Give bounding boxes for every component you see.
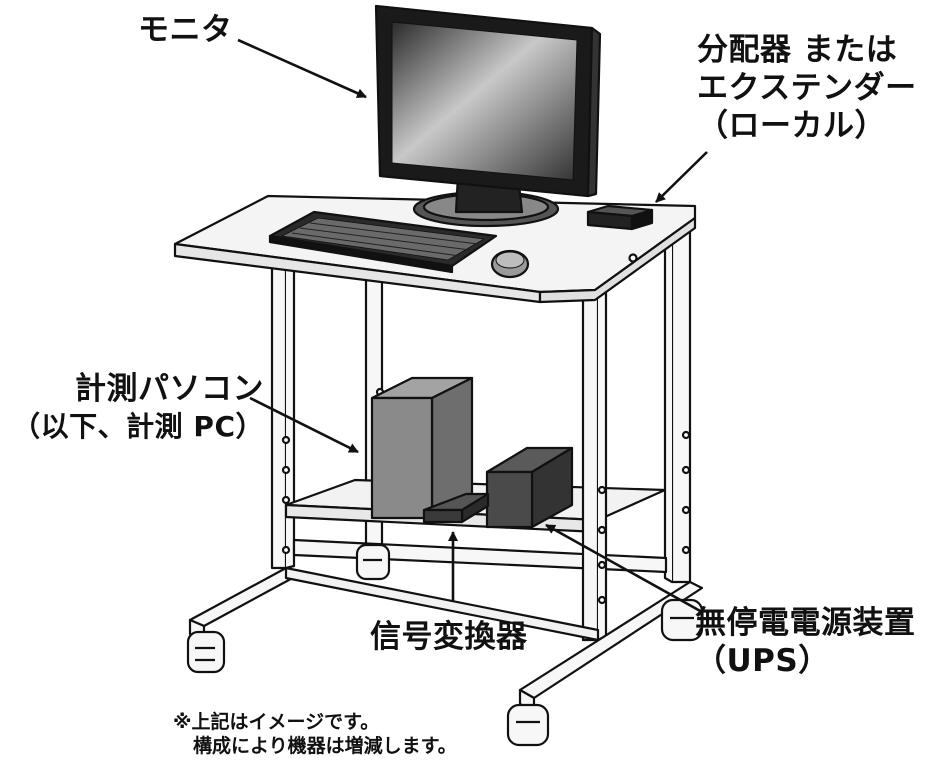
back-right-leg — [663, 230, 692, 584]
splitter-device — [586, 204, 654, 231]
label-ups-line-1: 無停電電源装置 — [695, 605, 916, 641]
disclaimer-note: ※上記はイメージです。 構成により機器は増減します。 — [173, 710, 457, 758]
label-ups: 無停電電源装置 （UPS） — [695, 604, 916, 680]
monitor — [374, 4, 602, 228]
note-line-2: 構成により機器は増減します。 — [193, 735, 457, 757]
arrow-ups — [545, 523, 703, 614]
measurement-pc — [370, 376, 474, 520]
back-rail — [292, 538, 668, 574]
mouse — [490, 249, 530, 279]
label-converter: 信号変換器 — [370, 619, 528, 655]
arrow-pc — [249, 396, 359, 454]
caster-wheel — [506, 703, 550, 747]
label-ups-line-2: （UPS） — [695, 643, 830, 679]
left-base-rail — [188, 566, 302, 628]
label-pc: 計測パソコン （以下、計測 PC） — [2, 370, 264, 446]
note-line-1: ※上記はイメージです。 — [173, 711, 380, 733]
label-splitter-line-3: （ローカル） — [697, 108, 886, 144]
caster-wheel — [660, 598, 704, 642]
label-pc-line-1: 計測パソコン — [75, 371, 264, 407]
label-pc-line-2: （以下、計測 PC） — [12, 410, 264, 443]
keyboard — [268, 210, 498, 274]
label-splitter-line-1: 分配器 または — [697, 32, 898, 68]
arrow-monitor — [237, 38, 367, 99]
signal-converter — [422, 492, 490, 524]
label-splitter-line-2: エクステンダー — [697, 70, 917, 106]
arrow-splitter — [655, 151, 708, 203]
caster-wheel — [355, 543, 391, 581]
caster-wheel — [186, 630, 226, 674]
ups-unit — [485, 446, 574, 529]
label-monitor: モニタ — [138, 12, 233, 48]
label-splitter: 分配器 または エクステンダー （ローカル） — [697, 31, 917, 145]
front-right-leg — [581, 256, 608, 642]
